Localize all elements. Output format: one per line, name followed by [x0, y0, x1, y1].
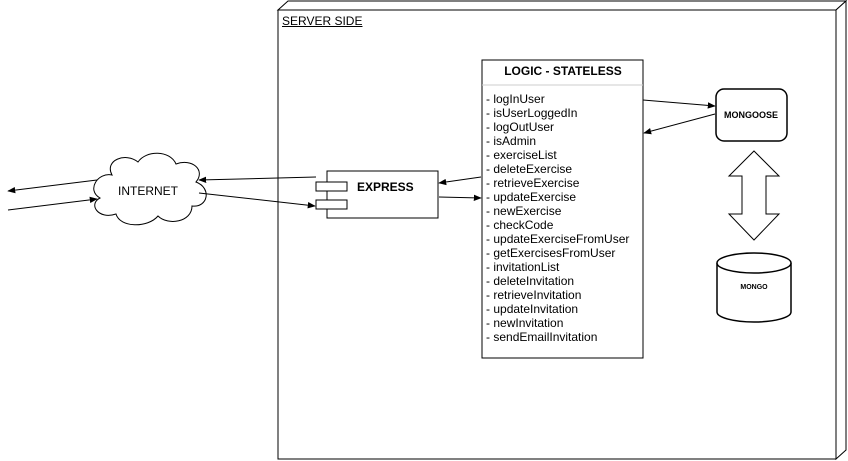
arrow-outside-to-internet	[7, 196, 98, 211]
logic-title: LOGIC - STATELESS	[504, 64, 622, 78]
operation-item: exerciseList	[486, 148, 629, 162]
operation-item: getExercisesFromUser	[486, 246, 629, 260]
internet-cloud	[93, 152, 207, 226]
operation-item: retrieveInvitation	[486, 288, 629, 302]
operation-item: deleteInvitation	[486, 274, 629, 288]
bidirectional-arrow-icon	[727, 150, 781, 241]
operation-item: updateExercise	[486, 190, 629, 204]
arrow-internet-to-express	[198, 192, 316, 209]
express-component	[315, 170, 439, 219]
arrow-logic-to-express	[438, 176, 482, 186]
operation-item: isAdmin	[486, 134, 629, 148]
internet-label: INTERNET	[118, 184, 178, 198]
operation-item: isUserLoggedIn	[486, 106, 629, 120]
arrow-internet-to-outside	[7, 179, 98, 194]
operation-item: updateInvitation	[486, 302, 629, 316]
mongo-database	[716, 252, 792, 323]
mongoose-label: MONGOOSE	[723, 110, 778, 120]
operation-item: deleteExercise	[486, 162, 629, 176]
operation-item: retrieveExercise	[486, 176, 629, 190]
mongoose-box	[715, 88, 788, 142]
operation-item: invitationList	[486, 260, 629, 274]
operation-item: logOutUser	[486, 120, 629, 134]
arrow-express-to-internet	[198, 176, 317, 184]
operation-item: sendEmailInvitation	[486, 330, 629, 344]
express-label: EXPRESS	[357, 180, 414, 194]
logic-operations-list: logInUser isUserLoggedIn logOutUser isAd…	[486, 92, 629, 344]
arrow-express-to-logic	[438, 194, 482, 202]
operation-item: checkCode	[486, 218, 629, 232]
arrow-logic-to-mongoose	[642, 99, 716, 109]
server-side-label: SERVER SIDE	[282, 14, 363, 28]
mongo-label: MONGO	[740, 284, 768, 291]
operation-item: logInUser	[486, 92, 629, 106]
operation-item: updateExerciseFromUser	[486, 232, 629, 246]
operation-item: newInvitation	[486, 316, 629, 330]
arrow-mongoose-to-logic	[643, 113, 716, 135]
operation-item: newExercise	[486, 204, 629, 218]
